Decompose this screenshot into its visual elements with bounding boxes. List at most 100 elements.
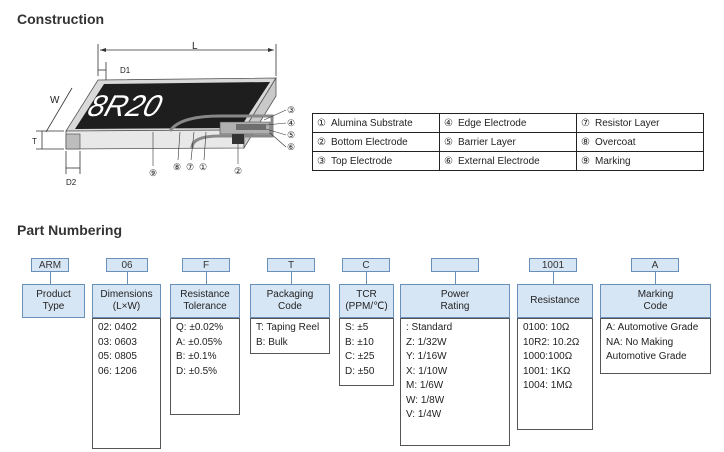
connector — [655, 272, 656, 284]
option-item: X: 1/10W — [406, 365, 448, 377]
code-marking: A — [631, 258, 679, 272]
option-item: B: ±10 — [345, 336, 374, 348]
option-item: 1004: 1MΩ — [523, 380, 573, 391]
option-item: M: 1/6W — [406, 380, 444, 391]
code-power — [431, 258, 479, 272]
header-line: Power — [440, 289, 470, 300]
code-tolerance: F — [182, 258, 230, 272]
option-item: : Standard — [406, 322, 453, 333]
header-power: Power Rating — [400, 284, 510, 318]
header-line: Product — [36, 289, 71, 300]
marking-text: 8R20 — [84, 89, 167, 123]
header-tolerance: Resistance Tolerance — [170, 284, 240, 318]
legend-label: Edge Electrode — [458, 117, 527, 129]
header-marking: Marking Code — [600, 284, 711, 318]
options-marking: A: Automotive Grade NA: No Making Automo… — [600, 318, 711, 374]
callout-8: ⑧ — [173, 162, 181, 172]
header-line: Marking — [637, 289, 674, 300]
legend-label: External Electrode — [458, 155, 540, 167]
connector — [291, 272, 292, 284]
dim-D2: D2 — [66, 178, 77, 187]
callout-7: ⑦ — [186, 162, 194, 172]
legend-label: Bottom Electrode — [331, 136, 408, 148]
legend-label: Marking — [595, 155, 631, 167]
legend-num: ⑧ — [581, 136, 590, 148]
legend-label: Resistor Layer — [595, 117, 660, 129]
dim-D1: D1 — [120, 66, 131, 75]
connector — [206, 272, 207, 284]
part-numbering-title: Part Numbering — [17, 222, 123, 238]
code-resistance: 1001 — [529, 258, 577, 272]
option-item: Q: ±0.02% — [176, 322, 224, 333]
callout-9: ⑨ — [149, 168, 157, 178]
legend-label: Alumina Substrate — [331, 117, 413, 129]
legend-num: ⑤ — [444, 136, 453, 148]
option-item: S: ±5 — [345, 322, 369, 333]
option-item: B: ±0.1% — [176, 351, 217, 362]
header-line: Rating — [440, 301, 470, 312]
header-line: Tolerance — [183, 301, 227, 312]
dim-L: L — [192, 41, 198, 52]
dim-W: W — [50, 95, 60, 106]
header-line: (PPM/℃) — [345, 301, 388, 312]
option-item: NA: No Making — [606, 336, 674, 348]
options-tcr: S: ±5 B: ±10 C: ±25 D: ±50 — [339, 318, 394, 386]
header-resistance: Resistance — [517, 284, 593, 318]
options-tolerance: Q: ±0.02% A: ±0.05% B: ±0.1% D: ±0.5% — [170, 318, 240, 415]
option-item: Z: 1/32W — [406, 336, 447, 348]
code-product-type: ARM — [31, 258, 69, 272]
option-item: 1000:100Ω — [523, 351, 573, 362]
callout-6: ⑥ — [287, 142, 295, 152]
connector — [127, 272, 128, 284]
header-tcr: TCR (PPM/℃) — [339, 284, 394, 318]
connector — [50, 272, 51, 284]
option-item: 1001: 1KΩ — [523, 365, 571, 377]
legend-num: ① — [317, 117, 326, 129]
option-item: V: 1/4W — [406, 409, 442, 420]
header-line: Resistance — [530, 295, 580, 306]
legend-label: Overcoat — [595, 136, 636, 148]
header-line: Type — [42, 301, 65, 312]
option-item: A: ±0.05% — [176, 336, 223, 348]
legend-num: ② — [317, 136, 326, 148]
legend-label: Barrier Layer — [458, 136, 516, 148]
option-item: 05: 0805 — [98, 351, 137, 362]
option-item: Y: 1/16W — [406, 351, 447, 362]
header-dimensions: Dimensions (L×W) — [92, 284, 161, 318]
option-item: D: ±50 — [345, 365, 375, 377]
option-item: 10R2: 10.2Ω — [523, 336, 580, 348]
option-item: T: Taping Reel — [256, 322, 320, 333]
callout-1: ① — [199, 162, 207, 172]
option-item: D: ±0.5% — [176, 365, 218, 377]
connector — [553, 272, 554, 284]
option-item: 03: 0603 — [98, 336, 137, 348]
connector — [366, 272, 367, 284]
options-resistance: 0100: 10Ω 10R2: 10.2Ω 1000:100Ω 1001: 1K… — [517, 318, 593, 430]
code-dimensions: 06 — [106, 258, 148, 272]
callout-3: ③ — [287, 105, 295, 115]
callout-5: ⑤ — [287, 130, 295, 140]
option-item: B: Bulk — [256, 336, 288, 348]
connector — [455, 272, 456, 284]
option-item: 02: 0402 — [98, 322, 137, 333]
header-line: Packaging — [266, 289, 314, 300]
header-line: Resistance — [180, 289, 230, 300]
legend-row: ② Bottom Electrode ⑤ Barrier Layer ⑧ Overco… — [312, 132, 704, 152]
header-packaging: Packaging Code — [250, 284, 330, 318]
legend-num: ⑦ — [581, 117, 590, 129]
option-item: A: Automotive Grade — [606, 322, 699, 333]
legend-num: ⑥ — [444, 155, 453, 167]
header-line: Code — [278, 301, 302, 312]
options-packaging: T: Taping Reel B: Bulk — [250, 318, 330, 354]
legend-label: Top Electrode — [331, 155, 393, 167]
header-line: Dimensions — [100, 289, 153, 300]
legend-num: ⑨ — [581, 155, 590, 167]
construction-title: Construction — [17, 11, 105, 27]
option-item: Automotive Grade — [606, 351, 687, 362]
resistor-diagram: L D1 8R20 W T D2 ③ ④ ⑤ ⑥ ⑨ ⑧ ⑦ ① ② — [32, 41, 295, 187]
callout-4: ④ — [287, 118, 295, 128]
options-power: : Standard Z: 1/32W Y: 1/16W X: 1/10W M:… — [400, 318, 510, 446]
